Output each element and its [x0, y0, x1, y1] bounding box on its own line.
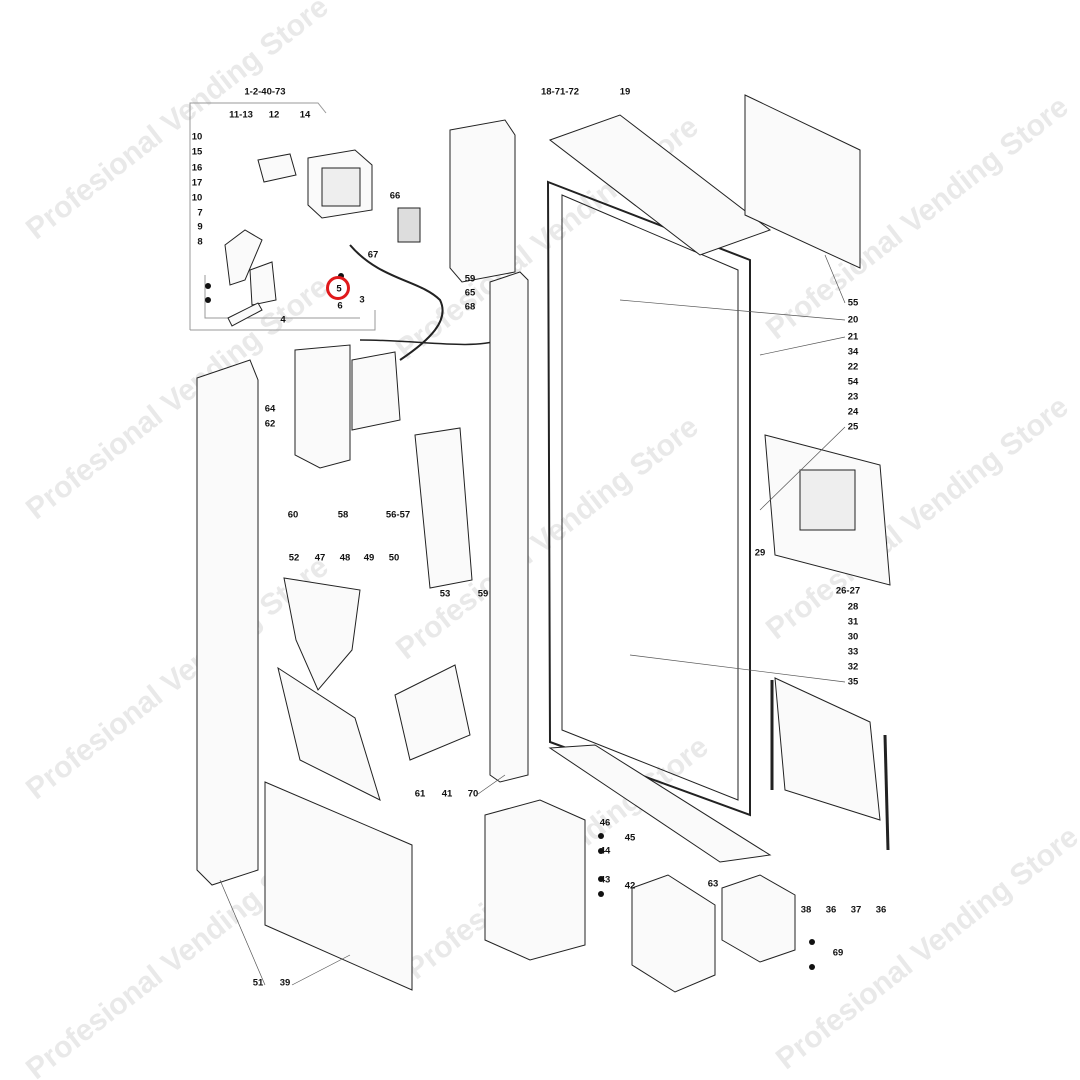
- part-label: 28: [847, 601, 859, 613]
- part-label: 12: [268, 109, 280, 121]
- part-label: 42: [624, 880, 636, 892]
- part-label: 18-71-72: [540, 86, 580, 98]
- part-label: 68: [464, 301, 476, 313]
- lower-panel: [264, 781, 413, 991]
- part-label: 48: [339, 552, 351, 564]
- part-label: 32: [847, 661, 859, 673]
- part-label: 49: [363, 552, 375, 564]
- plate: [257, 153, 297, 183]
- part-label: 26-27: [835, 585, 861, 597]
- part-label: 52: [288, 552, 300, 564]
- part-label: 8: [197, 236, 203, 248]
- coin-bin: [631, 874, 716, 993]
- bracket: [249, 261, 277, 306]
- part-label: 6: [337, 300, 343, 312]
- part-label: 34: [847, 346, 859, 358]
- part-label: 53: [439, 588, 451, 600]
- part-label: 41: [441, 788, 453, 800]
- part-label: 47: [314, 552, 326, 564]
- part-label: 29: [754, 547, 766, 559]
- part-label: 4: [280, 314, 286, 326]
- part-label: 17: [191, 177, 203, 189]
- main-frame: [546, 180, 751, 817]
- latch: [224, 229, 263, 286]
- part-label: 21: [847, 331, 859, 343]
- control-board-housing: [449, 119, 516, 283]
- part-label: 45: [624, 832, 636, 844]
- part-label: 20: [847, 314, 859, 326]
- top-cover: [548, 114, 772, 256]
- part-label: 69: [832, 947, 844, 959]
- part-label: 50: [388, 552, 400, 564]
- part-label: 36: [875, 904, 887, 916]
- part-label: 11-13: [229, 109, 253, 121]
- part-label: 14: [299, 109, 311, 121]
- highlight-circle-part-5: [326, 276, 350, 300]
- part-label: 3: [359, 294, 365, 306]
- part-label: 51: [252, 977, 264, 989]
- electrical-box: [294, 344, 351, 469]
- part-label: 25: [847, 421, 859, 433]
- part-label: 19: [619, 86, 631, 98]
- part-label: 9: [197, 221, 203, 233]
- part-label: 58: [337, 509, 349, 521]
- part-label: 46: [599, 817, 611, 829]
- part-label: 1-2-40-73: [244, 86, 286, 98]
- part-label: 10: [191, 192, 203, 204]
- part-label: 16: [191, 162, 203, 174]
- part-label: 37: [850, 904, 862, 916]
- part-label: 10: [191, 131, 203, 143]
- part-label: 43: [599, 874, 611, 886]
- part-label: 67: [367, 249, 379, 261]
- part-label: 39: [279, 977, 291, 989]
- part-label: 22: [847, 361, 859, 373]
- part-label: 62: [264, 418, 276, 430]
- part-label: 31: [847, 616, 859, 628]
- part-label: 36: [825, 904, 837, 916]
- part-label: 63: [707, 878, 719, 890]
- part-label: 23: [847, 391, 859, 403]
- column: [489, 271, 529, 783]
- part-label: 15: [191, 146, 203, 158]
- part-label: 65: [464, 287, 476, 299]
- back-panel: [744, 94, 861, 269]
- part-label: 38: [800, 904, 812, 916]
- part-label: 59: [477, 588, 489, 600]
- part-label: 60: [287, 509, 299, 521]
- part-label-highlighted[interactable]: 5: [336, 283, 342, 295]
- part-label: 55: [847, 297, 859, 309]
- part-label: 61: [414, 788, 426, 800]
- side-panel: [196, 359, 259, 886]
- part-label: 59: [464, 273, 476, 285]
- part-label: 24: [847, 406, 859, 418]
- part-label: 56-57: [385, 509, 411, 521]
- coin-box: [484, 799, 586, 961]
- part-label: 30: [847, 631, 859, 643]
- part-label: 54: [847, 376, 859, 388]
- part-label: 64: [264, 403, 276, 415]
- part-label: 44: [599, 845, 611, 857]
- part-label: 33: [847, 646, 859, 658]
- door: [774, 677, 881, 821]
- part-label: 7: [197, 207, 203, 219]
- part-label: 66: [389, 190, 401, 202]
- part-label: 70: [467, 788, 479, 800]
- part-label: 35: [847, 676, 859, 688]
- hopper: [283, 577, 361, 691]
